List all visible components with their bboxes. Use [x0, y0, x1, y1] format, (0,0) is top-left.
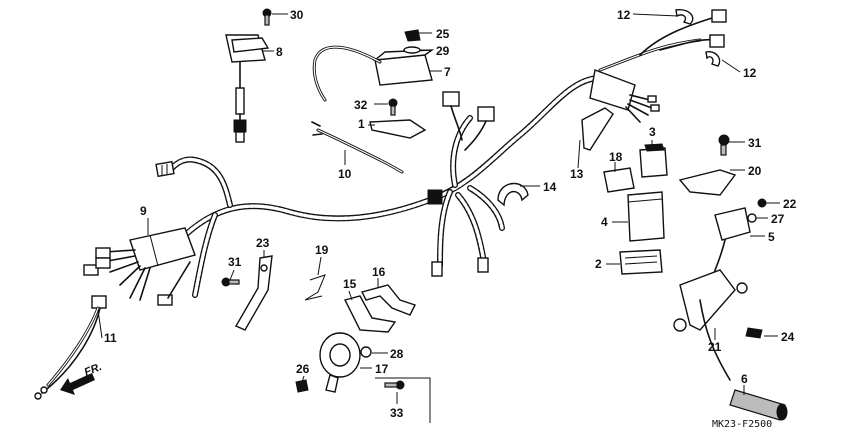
part-6-grip: [729, 389, 788, 421]
part-17-horn: [319, 332, 361, 393]
part-24-bolt: [745, 327, 763, 339]
callout-labels: 30 8 25 29 7 32 1 10 9 11 12 12 13 14 3 …: [104, 8, 797, 420]
leader-lines: [97, 13, 780, 404]
callout-16: 16: [372, 265, 386, 279]
callout-12-upper: 12: [617, 8, 631, 22]
callout-15: 15: [343, 277, 357, 291]
callout-2: 2: [595, 257, 602, 271]
main-wire-harness: [169, 75, 601, 298]
part-15-bracket: [343, 295, 397, 333]
part-16-bracket: [360, 284, 416, 316]
part-22-screw: [757, 198, 767, 208]
part-31-bolt-left: [221, 277, 240, 287]
part-21-bracket: [673, 269, 748, 381]
callout-18: 18: [609, 150, 623, 164]
upper-right-sleeve: [589, 69, 660, 123]
callout-31-left: 31: [228, 255, 242, 269]
center-top-connectors: [427, 91, 495, 277]
part-1-clamp: [369, 119, 427, 139]
callout-20: 20: [748, 164, 762, 178]
part-32-bolt: [388, 98, 398, 116]
part-2-cover: [619, 249, 663, 275]
callout-22: 22: [783, 197, 797, 211]
callout-25: 25: [436, 27, 450, 41]
part-18-relay: [603, 167, 635, 193]
callout-14: 14: [543, 180, 557, 194]
upper-right-harness: [598, 9, 727, 72]
part-12-clip-lower: [705, 51, 721, 67]
front-label: FR.: [83, 361, 104, 379]
callout-7: 7: [444, 65, 451, 79]
part-10-sub-harness: [311, 121, 404, 174]
callout-27: 27: [771, 212, 785, 226]
callout-24: 24: [781, 330, 795, 344]
part-13-strap: [581, 107, 614, 151]
callout-1: 1: [358, 117, 365, 131]
callout-17: 17: [375, 362, 389, 376]
part-30-bolt: [262, 8, 272, 26]
callout-6: 6: [741, 372, 748, 386]
callout-5: 5: [768, 230, 775, 244]
callout-33: 33: [390, 406, 404, 420]
callout-32: 32: [354, 98, 368, 112]
callout-19: 19: [315, 243, 329, 257]
callout-28: 28: [390, 347, 404, 361]
callout-11: 11: [104, 331, 117, 345]
part-7-unit: [312, 45, 435, 102]
callout-21: 21: [708, 340, 722, 354]
part-33-bolt: [384, 380, 405, 390]
callout-4: 4: [601, 215, 608, 229]
callout-10: 10: [338, 167, 352, 181]
callout-26: 26: [296, 362, 310, 376]
callout-30: 30: [290, 8, 304, 22]
part-20-bracket: [678, 169, 737, 196]
part-9-harness-sleeve: [83, 227, 196, 306]
part-11-lead-wire: [34, 295, 107, 400]
callout-8: 8: [276, 45, 283, 59]
part-19-clip: [304, 274, 326, 301]
part-3-regulator: [639, 143, 668, 178]
callout-12-lower: 12: [743, 66, 757, 80]
callout-3: 3: [649, 125, 656, 139]
callout-31-right: 31: [748, 136, 762, 150]
callout-29: 29: [436, 44, 450, 58]
diagram-code: MK23-F2500: [712, 419, 772, 430]
part-25-screw: [404, 29, 421, 42]
part-12-clip-upper: [675, 9, 694, 25]
part-23-bracket: [235, 255, 273, 331]
part-29-washer: [403, 46, 421, 54]
part-14-clamp: [497, 182, 529, 207]
callout-9: 9: [140, 204, 147, 218]
part-8-switch: [225, 34, 270, 143]
front-direction-arrow: FR.: [60, 361, 104, 395]
callout-13: 13: [570, 167, 584, 181]
part-28-nut: [360, 346, 372, 358]
part-31-bolt-right: [718, 134, 730, 156]
part-27-washer: [747, 213, 757, 223]
callout-23: 23: [256, 236, 270, 250]
left-harness-connector: [155, 160, 175, 178]
part-4-box: [627, 191, 665, 242]
part-33-reference-bracket: [375, 377, 431, 423]
